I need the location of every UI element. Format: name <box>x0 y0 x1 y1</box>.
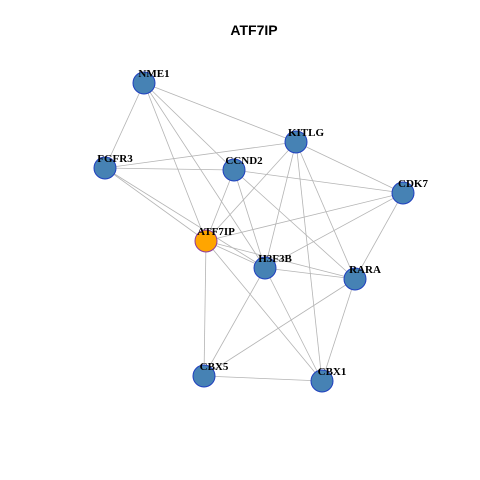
node-circle <box>222 158 246 182</box>
node-fgfr3: FGFR3 <box>93 153 133 180</box>
node-ccnd2: CCND2 <box>222 155 263 182</box>
node-kitlg: KITLG <box>284 127 325 154</box>
edge-kitlg-atf7ip <box>205 141 297 242</box>
node-cbx5: CBX5 <box>192 361 229 388</box>
edge-kitlg-h3f3b <box>264 141 297 269</box>
node-label: CBX5 <box>200 361 229 373</box>
edge-cbx5-cbx1 <box>203 375 323 382</box>
edge-ccnd2-cdk7 <box>233 169 404 194</box>
edge-atf7ip-cbx5 <box>203 240 207 377</box>
edge-kitlg-cdk7 <box>295 141 404 194</box>
node-circle <box>391 181 415 205</box>
node-label: H3F3B <box>258 253 292 265</box>
node-cdk7: CDK7 <box>391 178 428 205</box>
edge-atf7ip-cbx1 <box>205 240 323 382</box>
edge-h3f3b-rara <box>264 267 356 280</box>
edge-rara-cbx5 <box>203 278 356 377</box>
node-label: NME1 <box>138 68 169 80</box>
edge-ccnd2-atf7ip <box>205 169 235 242</box>
node-circle <box>192 364 216 388</box>
edge-nme1-kitlg <box>143 82 297 143</box>
edge-cdk7-h3f3b <box>264 192 404 269</box>
diagram-title: ATF7IP <box>230 22 277 38</box>
edges-layer <box>104 82 404 382</box>
node-cbx1: CBX1 <box>310 366 347 393</box>
node-circle <box>310 369 334 393</box>
edge-atf7ip-rara <box>205 240 356 280</box>
edge-ccnd2-h3f3b <box>233 169 266 269</box>
node-label: CBX1 <box>318 366 347 378</box>
edge-nme1-h3f3b <box>143 82 266 269</box>
edge-ccnd2-rara <box>233 169 356 280</box>
edge-h3f3b-cbx1 <box>264 267 323 382</box>
node-label: RARA <box>349 264 381 276</box>
node-circle <box>194 229 218 253</box>
edge-nme1-ccnd2 <box>143 82 235 171</box>
edge-cdk7-atf7ip <box>205 192 404 242</box>
edge-nme1-fgfr3 <box>104 82 145 169</box>
edge-fgfr3-h3f3b <box>104 167 266 269</box>
node-label: KITLG <box>288 127 325 139</box>
node-rara: RARA <box>343 264 381 291</box>
node-label: CDK7 <box>398 178 428 190</box>
node-circle <box>343 267 367 291</box>
edge-fgfr3-kitlg <box>104 141 297 169</box>
edge-fgfr3-atf7ip <box>104 167 207 242</box>
edge-h3f3b-cbx5 <box>203 267 266 377</box>
node-label: FGFR3 <box>97 153 133 165</box>
node-circle <box>253 256 277 280</box>
edge-fgfr3-ccnd2 <box>104 167 235 171</box>
node-nme1: NME1 <box>132 68 170 95</box>
node-h3f3b: H3F3B <box>253 253 292 280</box>
node-atf7ip: ATF7IP <box>194 226 235 253</box>
edge-nme1-atf7ip <box>143 82 207 242</box>
node-circle <box>132 71 156 95</box>
node-circle <box>93 156 117 180</box>
edge-rara-cbx1 <box>321 278 356 382</box>
edge-kitlg-cbx1 <box>295 141 323 382</box>
node-circle <box>284 130 308 154</box>
node-label: ATF7IP <box>197 226 235 238</box>
edge-cdk7-rara <box>354 192 404 280</box>
edge-kitlg-rara <box>295 141 356 280</box>
node-label: CCND2 <box>225 155 263 167</box>
